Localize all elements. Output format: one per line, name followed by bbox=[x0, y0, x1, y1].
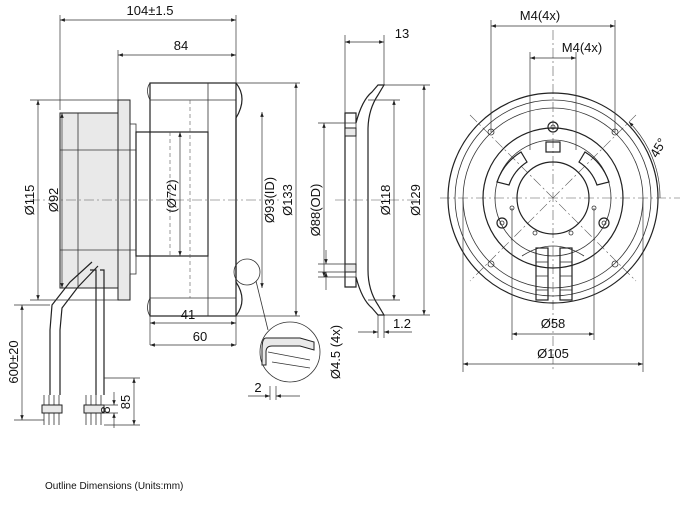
dim-dia-129: Ø129 bbox=[408, 184, 423, 216]
dim-dia-118: Ø118 bbox=[378, 185, 393, 216]
thread-outer-label: M4(4x) bbox=[520, 8, 560, 23]
dim-dia-72: (Ø72) bbox=[164, 179, 179, 212]
dim-dia-58: Ø58 bbox=[541, 316, 566, 331]
dim-dia-115: Ø115 bbox=[22, 185, 37, 216]
dim-hole-45-4x: Ø4.5 (4x) bbox=[328, 325, 343, 379]
dim-len-60: 60 bbox=[193, 329, 207, 344]
mount-hole-3 bbox=[487, 260, 495, 268]
arc-slot-right bbox=[578, 151, 610, 186]
outer-ring bbox=[447, 92, 659, 304]
motor-housing bbox=[59, 112, 119, 289]
impeller bbox=[149, 82, 237, 317]
dim-dia-133: Ø133 bbox=[280, 184, 295, 216]
dim-dia-88-od: Ø88(OD) bbox=[308, 184, 323, 237]
inlet-ring-profile bbox=[344, 84, 386, 316]
dim-strip-85: 85 bbox=[118, 395, 133, 409]
inlet-ring-view: 13 Ø88(OD) Ø118 Ø129 Ø4.5 (4x) 1.2 bbox=[308, 26, 430, 379]
dim-cable-length: 600±20 bbox=[6, 340, 21, 383]
detail-section bbox=[261, 337, 315, 369]
dim-ring-depth-13: 13 bbox=[395, 26, 409, 41]
detail-marker-circle bbox=[233, 258, 261, 286]
dim-strip-8: 8 bbox=[98, 406, 113, 413]
detail-view-circle bbox=[259, 321, 321, 383]
dim-dia-93-id: Ø93(ID) bbox=[262, 177, 277, 223]
cable-glands bbox=[521, 245, 585, 301]
screw-left bbox=[496, 217, 508, 229]
dim-housing-length: 84 bbox=[174, 38, 188, 53]
top-boss bbox=[545, 141, 561, 153]
side-view: 104±1.5 84 Ø115 Ø92 (Ø72) Ø93(ID) Ø133 4… bbox=[6, 3, 321, 428]
dim-dia-92: Ø92 bbox=[46, 188, 61, 213]
dim-thickness-12: 1.2 bbox=[393, 316, 411, 331]
angle-label: 45° bbox=[647, 135, 670, 160]
wire-ends bbox=[41, 395, 105, 425]
dim-dia-105: Ø105 bbox=[537, 346, 569, 361]
thread-inner-label: M4(4x) bbox=[562, 40, 602, 55]
dim-len-41: 41 bbox=[181, 307, 195, 322]
arc-slot-left bbox=[496, 151, 528, 186]
drawing-caption: Outline Dimensions (Units:mm) bbox=[45, 481, 183, 492]
hub-circle bbox=[516, 161, 590, 235]
mount-hole-4 bbox=[611, 260, 619, 268]
dim-lip-2: 2 bbox=[254, 380, 261, 395]
cable-bundle bbox=[49, 261, 93, 395]
dim-overall-length: 104±1.5 bbox=[127, 3, 174, 18]
screw-top bbox=[547, 121, 559, 133]
screw-right bbox=[598, 217, 610, 229]
motor-plate bbox=[482, 127, 624, 269]
front-view: M4(4x) M4(4x) 45° Ø58 Ø105 bbox=[440, 8, 680, 372]
